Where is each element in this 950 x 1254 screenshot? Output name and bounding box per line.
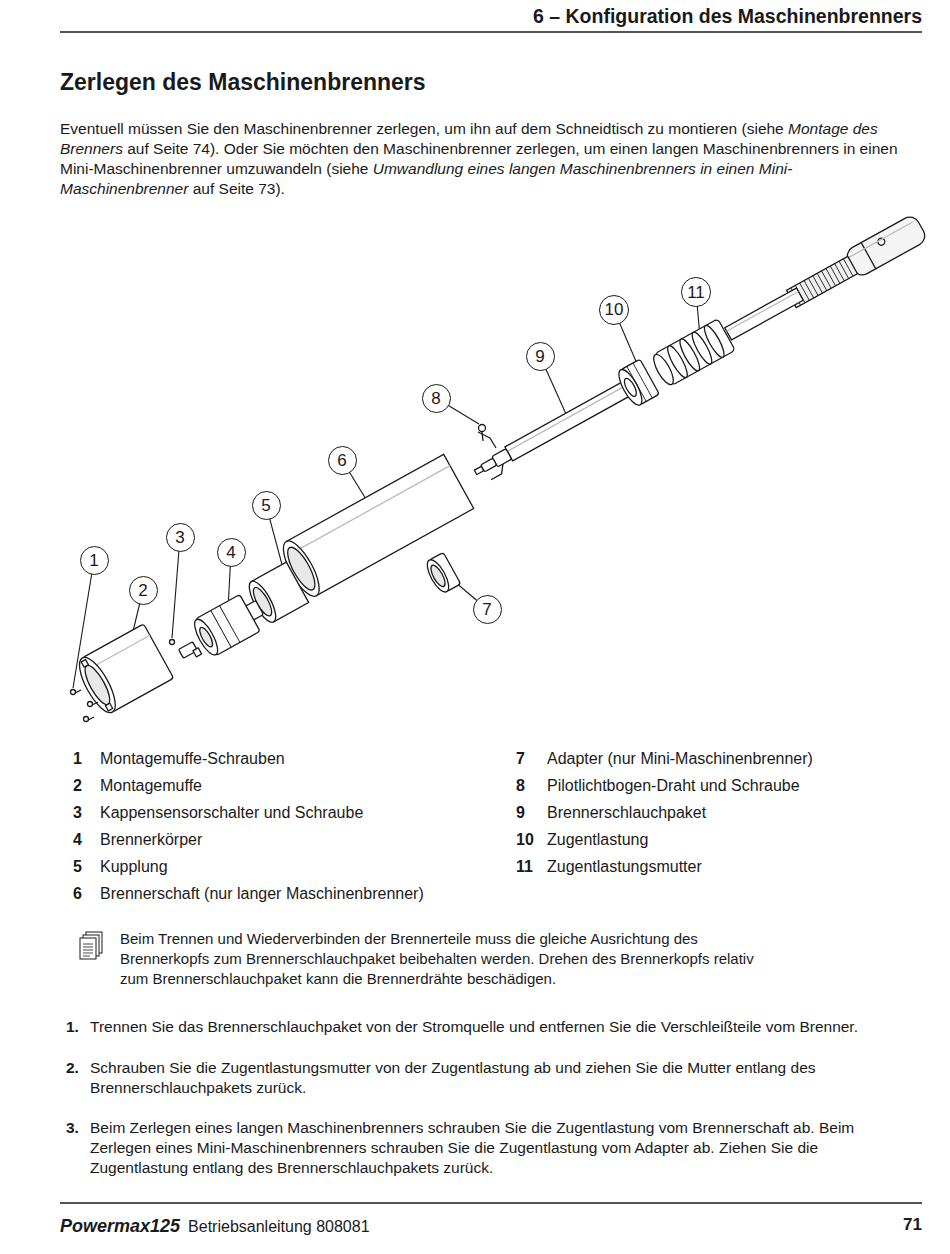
step-text: Trennen Sie das Brennerschlauchpaket von… (90, 1017, 920, 1037)
torch-connector (844, 213, 929, 278)
footer-line: Powermax125 Betriebsanleitung 808081 (60, 1215, 660, 1238)
callout-number: 10 (605, 301, 624, 318)
header-rule (60, 31, 922, 33)
part-number: 7 (516, 749, 525, 770)
part-name: Montagemuffe-Schrauben (100, 749, 285, 770)
part-number: 11 (516, 857, 533, 878)
callout-number: 8 (431, 390, 440, 407)
callout-circle: 10 (599, 295, 630, 326)
product-name: Powermax125 (60, 1216, 180, 1236)
callout-number: 6 (337, 452, 346, 469)
callout-number: 4 (226, 544, 235, 561)
callout-circle: 8 (422, 384, 451, 413)
page-title: Zerlegen des Maschinenbrenners (60, 68, 426, 98)
callout-circle: 7 (473, 595, 502, 624)
part-name: Kappensensorschalter und Schraube (100, 803, 363, 824)
note-icon (80, 932, 102, 959)
adapter-ring (423, 552, 461, 595)
callout-number: 2 (138, 582, 147, 599)
part-name: Pilotlichtbogen-Draht und Schraube (547, 776, 800, 797)
part-name: Montagemuffe (100, 776, 202, 797)
part-number: 6 (73, 884, 82, 905)
part-number: 5 (73, 857, 82, 878)
leader-lines (73, 292, 700, 688)
step-number: 2. (66, 1058, 79, 1078)
part-name: Adapter (nur Mini-Maschinenbrenner) (547, 749, 813, 770)
part-name: Zugentlastungsmutter (547, 857, 702, 878)
callout-number: 1 (89, 552, 98, 569)
callout-number: 3 (175, 529, 184, 546)
part-number: 2 (73, 776, 82, 797)
part-number: 9 (516, 803, 525, 824)
strain-relief (650, 319, 736, 388)
document-name: Betriebsanleitung 808081 (188, 1218, 369, 1235)
section-header: 6 – Konfiguration des Maschinenbrenners (533, 4, 922, 29)
part-number: 8 (516, 776, 525, 797)
callout-number: 9 (535, 348, 544, 365)
callout-number: 7 (482, 601, 491, 618)
callout-circle: 6 (328, 446, 357, 475)
hose-lead (472, 379, 638, 485)
callout-circle: 1 (80, 546, 109, 575)
step-text: Beim Zerlegen eines langen Maschinenbren… (90, 1118, 890, 1178)
step-text: Schrauben Sie die Zugentlastungsmutter v… (90, 1058, 880, 1098)
note-text: Beim Trennen und Wiederverbinden der Bre… (120, 929, 770, 989)
part-name: Brennerschlauchpaket (547, 803, 706, 824)
pilot-wire-screw (478, 425, 496, 449)
step-number: 3. (66, 1118, 79, 1138)
callout-circle: 9 (526, 342, 555, 371)
mounting-screws (71, 690, 99, 722)
part-name: Kupplung (100, 857, 168, 878)
torch-body (190, 589, 270, 659)
coupling (244, 562, 308, 626)
part-number: 10 (516, 830, 534, 851)
hose (725, 288, 804, 340)
part-number: 3 (73, 803, 82, 824)
strain-relief-nut (615, 359, 660, 408)
paragraph-text: auf Seite 73). (188, 180, 285, 197)
part-number: 4 (73, 830, 82, 851)
cap-sensor-switch (170, 640, 202, 663)
callout-circle: 11 (681, 277, 711, 307)
part-name: Zugentlastung (547, 830, 648, 851)
torch-shaft (277, 454, 474, 601)
callout-circle: 5 (252, 491, 281, 520)
mounting-sleeve (73, 624, 174, 717)
intro-paragraph: Eventuell müssen Sie den Maschinenbrenne… (60, 119, 912, 199)
part-name: Brennerschaft (nur langer Maschinenbrenn… (100, 884, 424, 905)
callout-circle: 2 (129, 576, 158, 605)
callout-number: 5 (261, 497, 270, 514)
part-number: 1 (73, 749, 82, 770)
callout-circle: 4 (217, 538, 246, 567)
paragraph-text: Eventuell müssen Sie den Maschinenbrenne… (60, 120, 788, 137)
step-number: 1. (66, 1017, 79, 1037)
part-name: Brennerkörper (100, 830, 202, 851)
page-number: 71 (903, 1214, 922, 1236)
footer-rule (60, 1202, 922, 1204)
callout-circle: 3 (166, 523, 195, 552)
callout-number: 11 (687, 284, 705, 301)
